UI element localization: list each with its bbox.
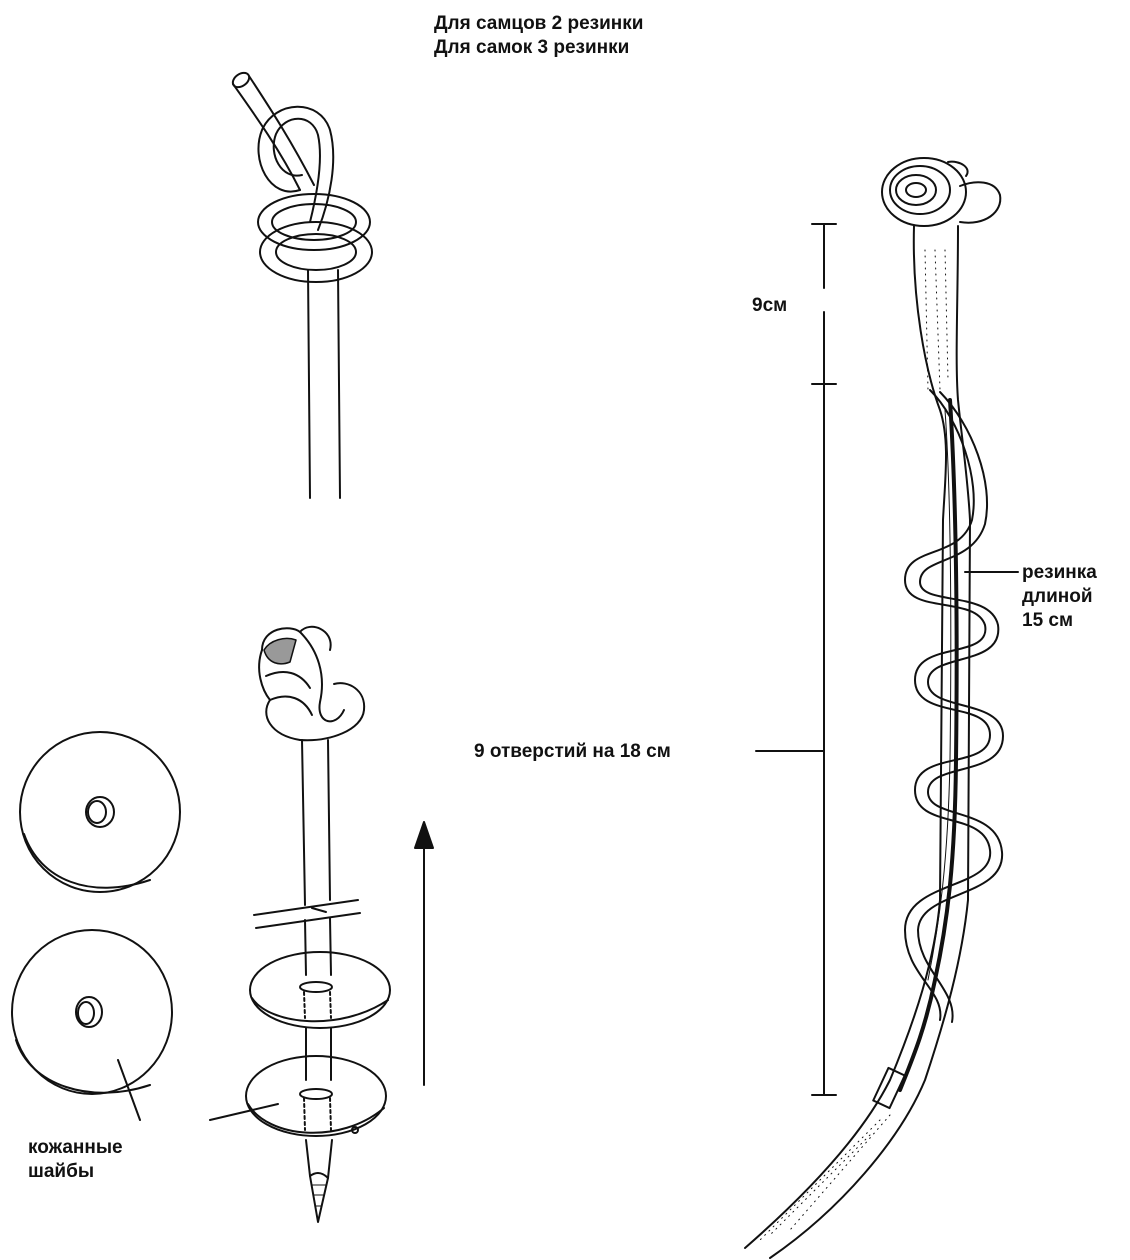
rolled-top [882, 158, 1000, 226]
knot-loop-top [258, 107, 333, 230]
rod-right-edge-upper [328, 740, 330, 900]
cord-down-left-top [308, 270, 310, 498]
rod-washer-lower [246, 1056, 386, 1136]
cord-down-right-top [338, 270, 340, 498]
measurement-scale [756, 224, 836, 1095]
rod-break-marks [254, 900, 360, 928]
cord-tip-top [230, 70, 252, 90]
strip-right-edge [770, 226, 970, 1258]
up-arrow [415, 822, 433, 1085]
rod-left-edge-mid [305, 920, 306, 975]
knot-bottom [259, 627, 364, 740]
rod-tip [306, 1140, 332, 1222]
washer-top [20, 732, 180, 892]
rod-washer-upper [250, 952, 390, 1028]
rod-with-band-illustration [745, 158, 1018, 1258]
strip-left-edge [745, 226, 946, 1248]
washer-pointer-line [118, 1060, 140, 1120]
rod-left-edge-upper [302, 740, 305, 905]
washers-illustration [12, 732, 180, 1120]
knot-top-illustration [230, 70, 372, 498]
rod-assembly-illustration [210, 627, 390, 1222]
rod-right-edge-mid [330, 918, 331, 975]
washer-bottom [12, 930, 172, 1094]
washer-pointer-line-2 [210, 1104, 278, 1120]
